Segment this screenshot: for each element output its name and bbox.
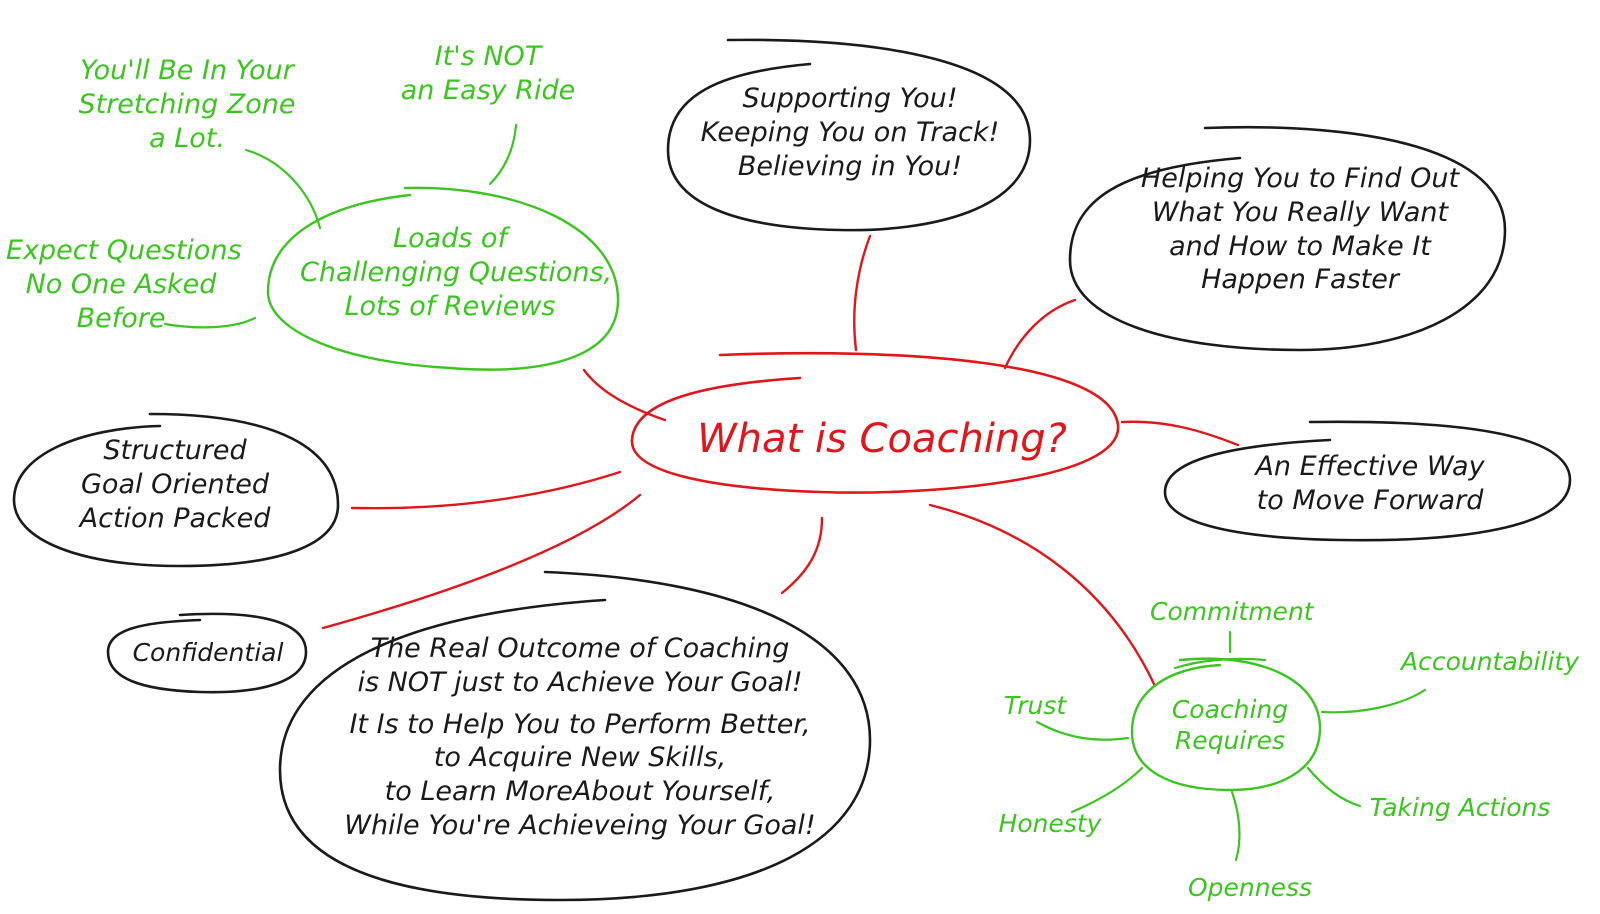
- bubble-line: Action Packed: [79, 502, 271, 534]
- bubble-line: to Move Forward: [1256, 484, 1484, 516]
- requires-accountability: Accountability: [1400, 647, 1579, 676]
- requires-trust: Trust: [1003, 691, 1067, 720]
- bubble-line: is NOT just to Achieve Your Goal!: [357, 666, 803, 698]
- note-line: It's NOT: [434, 41, 542, 72]
- requires-hub-line: Requires: [1174, 726, 1286, 756]
- bubble-outcome: The Real Outcome of Coaching is NOT just…: [330, 632, 830, 843]
- bubble-line: Goal Oriented: [81, 468, 269, 500]
- connector-to-outcome: [780, 516, 824, 595]
- note-line: You'll Be In Your: [80, 55, 294, 86]
- green-topic-line: Lots of Reviews: [344, 290, 556, 322]
- green-topic-line: Loads of: [393, 223, 507, 254]
- bubble-line: The Real Outcome of Coaching: [370, 633, 790, 664]
- bubble-line: Structured: [103, 435, 247, 466]
- connector-to-supporting: [853, 234, 872, 352]
- effective-ellipse: [1163, 420, 1572, 542]
- note-line: Expect Questions: [6, 235, 242, 266]
- green-connector-easy-ride: [488, 123, 518, 186]
- bubble-line: Confidential: [132, 638, 284, 667]
- helping-ellipse: [1068, 125, 1507, 352]
- note-line: Stretching Zone: [78, 88, 296, 120]
- requires-ellipse: [1130, 657, 1322, 792]
- note-expect: Expect Questions No One Asked Before: [6, 234, 242, 335]
- bubble-line: An Effective Way: [1255, 451, 1485, 482]
- supporting-ellipse: [666, 38, 1032, 232]
- bubble-line: Keeping You on Track!: [700, 116, 1000, 148]
- bubble-effective: An Effective Way to Move Forward: [1220, 450, 1520, 518]
- note-line: an Easy Ride: [400, 74, 576, 106]
- green-connector-stretching: [244, 148, 322, 230]
- connector-to-questions: [582, 368, 667, 422]
- outcome-ellipse: [278, 570, 872, 902]
- green-connector-expect: [163, 316, 257, 329]
- note-line: a Lot.: [149, 122, 225, 154]
- green-topic-line: Challenging Questions,: [300, 256, 613, 288]
- requires-taking-actions: Taking Actions: [1369, 793, 1551, 822]
- requires-connector-taking-actions: [1306, 766, 1362, 808]
- note-easy-ride: It's NOT an Easy Ride: [378, 40, 598, 108]
- connector-to-effective: [1120, 420, 1240, 447]
- requires-commitment: Commitment: [1150, 597, 1314, 626]
- bubble-line: Helping You to Find Out: [1140, 163, 1460, 194]
- requires-connector-trust: [1035, 720, 1130, 741]
- center-title: What is Coaching?: [697, 416, 1067, 462]
- connector-to-requires: [928, 503, 1157, 688]
- bubble-line: It Is to Help You to Perform Better,: [349, 708, 811, 740]
- confidential-ellipse: [106, 612, 308, 694]
- note-stretching: You'll Be In Your Stretching Zone a Lot.: [62, 54, 312, 155]
- bubble-supporting: Supporting You! Keeping You on Track! Be…: [690, 82, 1010, 183]
- requires-connector-honesty: [1070, 766, 1144, 814]
- bubble-line: What You Really Want: [1151, 196, 1449, 228]
- bubble-confidential: Confidential: [118, 637, 298, 668]
- structured-ellipse: [12, 412, 340, 568]
- connector-to-confidential: [321, 493, 642, 630]
- bubble-line: to Learn MoreAbout Yourself,: [384, 776, 776, 807]
- connector-to-helping: [1003, 298, 1077, 370]
- requires-connector-openness: [1230, 790, 1241, 862]
- bubble-line: Happen Faster: [1201, 264, 1399, 296]
- requires-honesty: Honesty: [998, 809, 1102, 838]
- note-line: No One Asked: [25, 268, 217, 300]
- bubble-line: While You're Achieveing Your Goal!: [344, 809, 816, 841]
- bubble-line: Supporting You!: [742, 83, 958, 114]
- requires-connector-commitment: [1173, 630, 1267, 670]
- connector-to-structured: [350, 470, 622, 510]
- green-topic: Loads of Challenging Questions, Lots of …: [300, 222, 613, 323]
- bubble-helping: Helping You to Find Out What You Really …: [1130, 162, 1470, 297]
- green-topic-ellipse: [266, 186, 620, 371]
- bubble-structured: Structured Goal Oriented Action Packed: [55, 434, 295, 535]
- requires-openness: Openness: [1187, 873, 1313, 902]
- note-line: Before: [76, 302, 166, 334]
- bubble-line: to Acquire New Skills,: [433, 742, 727, 774]
- requires-connector-accountability: [1320, 688, 1427, 714]
- requires-hub: Coaching Requires: [1150, 694, 1310, 757]
- bubble-line: Believing in You!: [737, 150, 963, 182]
- requires-hub-line: Coaching: [1171, 695, 1289, 724]
- bubble-line: and How to Make It: [1169, 230, 1431, 262]
